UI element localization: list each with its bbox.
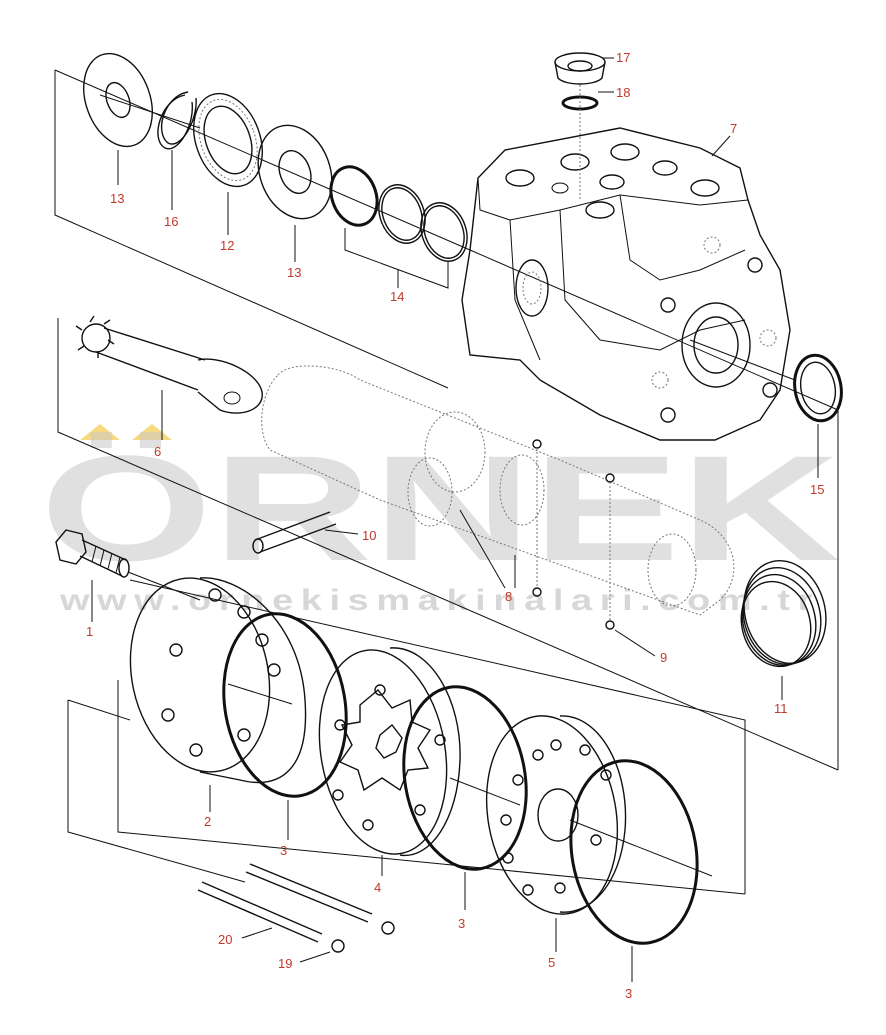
part-3-o-ring-2	[402, 685, 528, 871]
part-11-spring	[740, 560, 827, 668]
label-7: 7	[730, 121, 737, 136]
label-3-b: 3	[458, 916, 465, 931]
part-6-drive-shaft	[75, 315, 263, 414]
label-13-left: 13	[110, 191, 124, 206]
label-17: 17	[616, 50, 630, 65]
part-5-port-plate	[485, 715, 627, 915]
label-16: 16	[164, 214, 178, 229]
part-3-o-ring-1	[222, 612, 348, 798]
label-4: 4	[374, 880, 381, 895]
label-20: 20	[218, 932, 232, 947]
part-14-seal-kit	[329, 165, 468, 289]
label-15: 15	[810, 482, 824, 497]
assembly-frame-lines	[54, 69, 839, 895]
label-18: 18	[616, 85, 630, 100]
part-9-balls	[605, 473, 615, 630]
centerlines	[99, 94, 796, 877]
label-1: 1	[86, 624, 93, 639]
part-13-thrust-washer-right	[257, 124, 333, 220]
label-2: 2	[204, 814, 211, 829]
label-6: 6	[154, 444, 161, 459]
label-3-a: 3	[280, 843, 287, 858]
part-10-cross-pin	[252, 511, 337, 554]
watermark-brand: ÖRNEK	[40, 424, 840, 592]
part-1-bolt	[55, 529, 130, 578]
watermark-accent-left	[80, 424, 120, 440]
label-13-right: 13	[287, 265, 301, 280]
part-19-balls	[331, 921, 395, 953]
label-14: 14	[390, 289, 404, 304]
label-8: 8	[505, 589, 512, 604]
watermark-url: www.ornekismakinalari.com.tr	[59, 584, 820, 617]
part-17-plug	[554, 52, 606, 85]
label-12: 12	[220, 238, 234, 253]
watermark: ÖRNEK www.ornekismakinalari.com.tr	[40, 424, 840, 617]
part-4-gerotor	[318, 647, 461, 857]
part-3-o-ring-3	[569, 759, 699, 945]
part-12-needle-bearing	[193, 92, 263, 188]
part-7-valve-housing	[461, 127, 791, 441]
part-15-shaft-seal	[793, 353, 843, 423]
part-13-thrust-washer-left	[83, 52, 153, 148]
part-2-end-cap	[129, 577, 307, 784]
label-3-c: 3	[625, 986, 632, 1001]
part-labels: 13 16 12 13 14 17 18 7 15 6 10 8 9 11 1 …	[86, 50, 824, 1001]
label-5: 5	[548, 955, 555, 970]
part-20-pins	[197, 863, 373, 943]
part-8-centering-springs	[532, 439, 542, 597]
label-9: 9	[660, 650, 667, 665]
label-19: 19	[278, 956, 292, 971]
leader-lines	[91, 57, 819, 982]
label-11: 11	[774, 701, 788, 716]
spool-sleeve-assembly	[261, 365, 735, 616]
label-10: 10	[362, 528, 376, 543]
